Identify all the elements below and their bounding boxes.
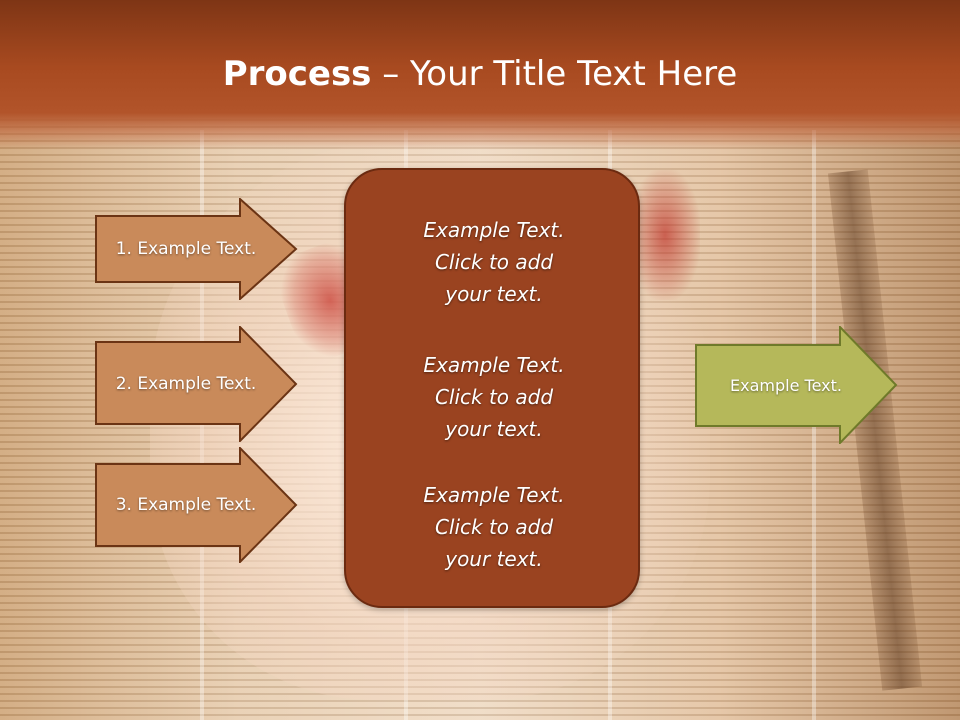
title-bold: Process	[222, 54, 372, 94]
center-text-block-3: Example Text. Click to add your text.	[346, 479, 642, 575]
center-block-1-line-3: your text.	[445, 282, 543, 306]
center-block-2-line-3: your text.	[445, 417, 543, 441]
arrow-shape	[95, 198, 298, 300]
result-arrow-label: Example Text.	[730, 375, 842, 395]
process-arrow-3[interactable]: 3. Example Text.	[95, 447, 298, 563]
arrow-shape	[695, 326, 898, 444]
process-arrow-1[interactable]: 1. Example Text.	[95, 198, 298, 314]
center-text-block-1: Example Text. Click to add your text.	[346, 214, 642, 310]
center-block-1-line-2: Click to add	[434, 250, 554, 274]
center-block-3-line-1: Example Text.	[423, 483, 565, 507]
center-block-2-line-1: Example Text.	[423, 353, 565, 377]
center-block-1-line-1: Example Text.	[423, 218, 565, 242]
process-arrow-2[interactable]: 2. Example Text.	[95, 326, 298, 442]
title-bar	[0, 0, 960, 150]
arrow-shape	[95, 447, 298, 563]
slide-title[interactable]: Process – Your Title Text Here	[0, 52, 960, 96]
process-arrow-1-label: 1. Example Text.	[115, 239, 257, 259]
center-block-3-line-2: Click to add	[434, 515, 554, 539]
background-flower-right	[630, 170, 700, 300]
center-text-box[interactable]: Example Text. Click to add your text. Ex…	[344, 168, 640, 608]
center-block-2-line-2: Click to add	[434, 385, 554, 409]
arrow-shape	[95, 326, 298, 442]
process-arrow-3-label: 3. Example Text.	[115, 495, 257, 515]
title-rest: – Your Title Text Here	[382, 54, 738, 94]
process-arrow-2-label: 2. Example Text.	[115, 374, 257, 394]
result-arrow[interactable]: Example Text.	[695, 326, 898, 444]
center-block-3-line-3: your text.	[445, 547, 543, 571]
center-text-block-2: Example Text. Click to add your text.	[346, 349, 642, 445]
